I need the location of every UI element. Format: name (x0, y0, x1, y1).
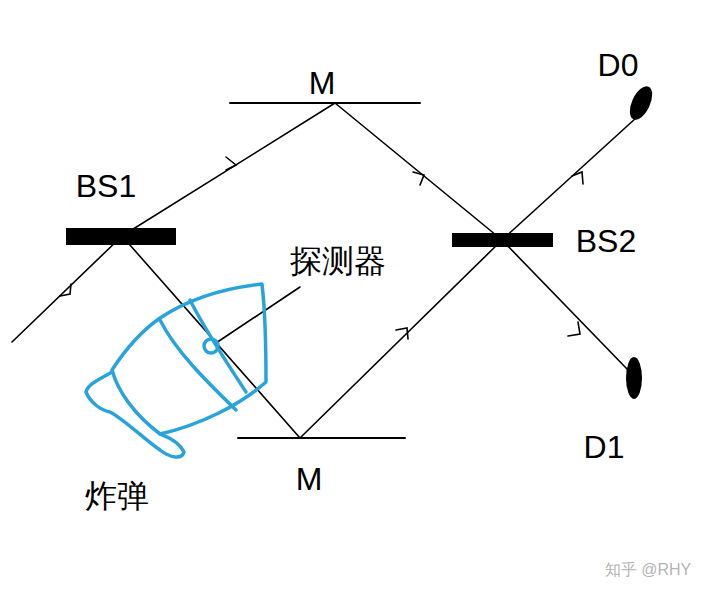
bomb-drawing (86, 284, 266, 457)
direction-arrow (568, 322, 580, 336)
direction-arrow (60, 284, 71, 296)
upper-beam (122, 103, 335, 236)
input-beam (12, 236, 122, 342)
upper-beam (335, 103, 502, 240)
mirror-label: M (309, 66, 336, 101)
lower-beam (122, 236, 300, 438)
leader-line (216, 287, 300, 343)
detector (625, 83, 657, 123)
direction-arrow (396, 328, 408, 339)
bomb-label: 炸弹 (85, 479, 149, 514)
watermark: 知乎 @RHY (605, 561, 691, 579)
direction-arrow (572, 172, 583, 184)
mirror-label: M (296, 462, 323, 497)
output-beam (502, 240, 628, 370)
direction-arrow (226, 157, 236, 170)
beam-splitter (66, 228, 176, 245)
detector-part-label: 探测器 (290, 244, 386, 279)
detector-label: D1 (584, 430, 625, 465)
splitter-label: BS1 (76, 169, 136, 204)
detector-label: D0 (598, 48, 639, 83)
output-beam (502, 118, 636, 240)
mirror (230, 102, 420, 104)
detector (626, 357, 642, 399)
direction-arrow (413, 172, 424, 185)
splitter-label: BS2 (576, 224, 636, 259)
beam-splitter (452, 233, 553, 247)
mirror (238, 437, 405, 439)
